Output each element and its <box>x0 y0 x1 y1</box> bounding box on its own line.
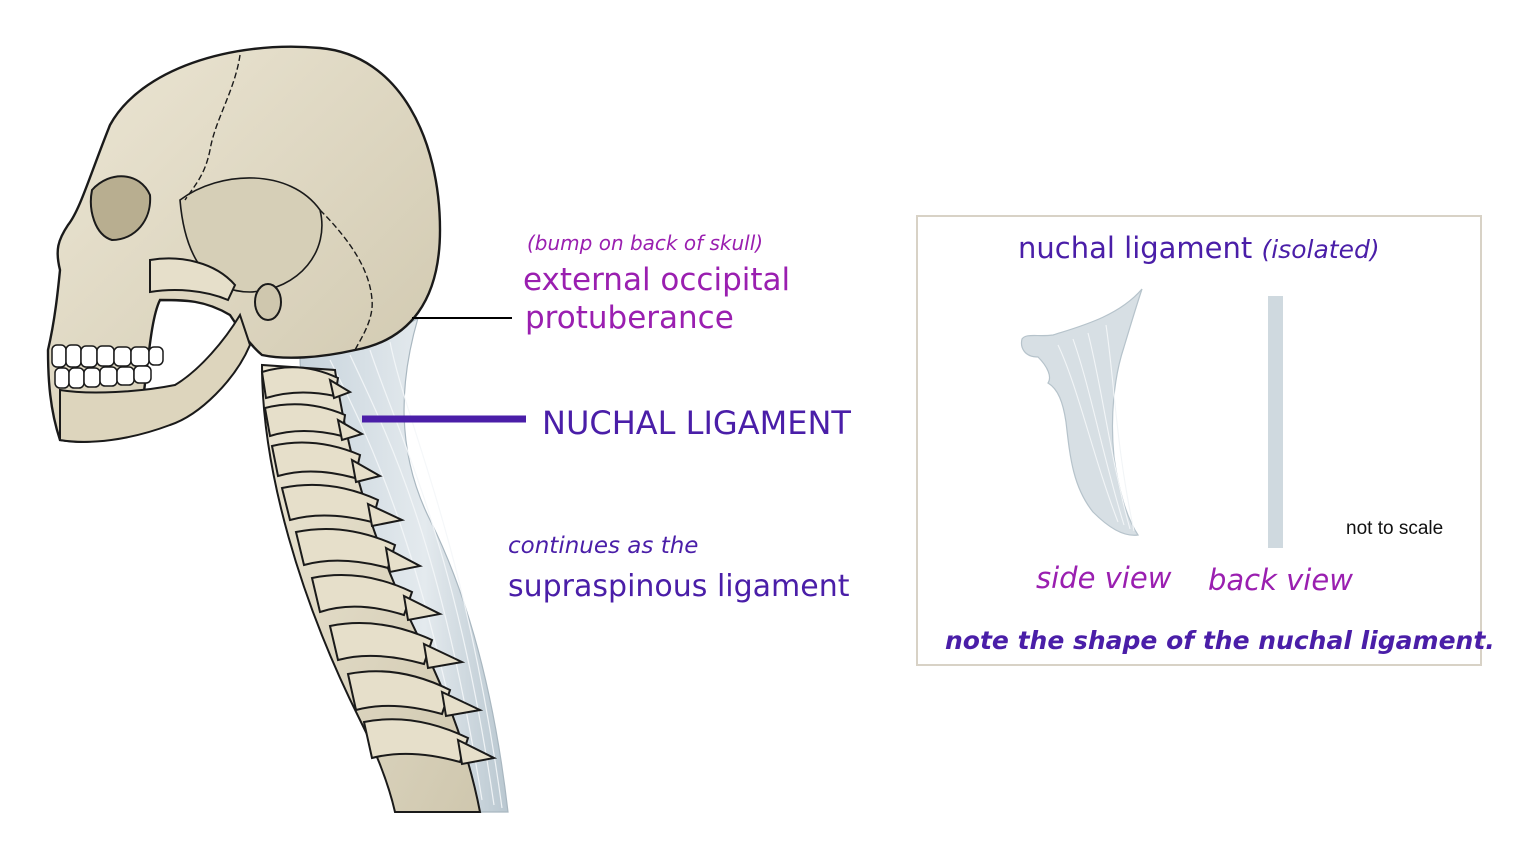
eop-label-line1: external occipital <box>523 262 791 298</box>
side-view-label: side view <box>1036 561 1172 595</box>
skull <box>46 45 442 443</box>
inset-title-main: nuchal ligament <box>1018 231 1253 265</box>
cervical-spine <box>260 363 498 813</box>
inset-title-sub: (isolated) <box>1261 235 1380 264</box>
back-view-label: back view <box>1208 563 1353 597</box>
inset-illustrations <box>1020 288 1283 548</box>
eop-label-line2: protuberance <box>525 300 734 336</box>
ligament-back-view-icon <box>1268 296 1283 548</box>
ligament-side-view-icon <box>1020 288 1143 536</box>
isolated-ligament-inset: nuchal ligament (isolated) side view bac… <box>916 215 1495 666</box>
not-to-scale-label: not to scale <box>1346 518 1444 539</box>
shape-note-label: note the shape of the nuchal ligament. <box>945 626 1495 655</box>
supraspinous-label: supraspinous ligament <box>508 569 850 604</box>
inset-title: nuchal ligament (isolated) <box>1018 231 1380 265</box>
nuchal-ligament-label: NUCHAL LIGAMENT <box>542 404 851 442</box>
bump-label: (bump on back of skull) <box>527 231 764 255</box>
continues-label: continues as the <box>508 533 699 559</box>
